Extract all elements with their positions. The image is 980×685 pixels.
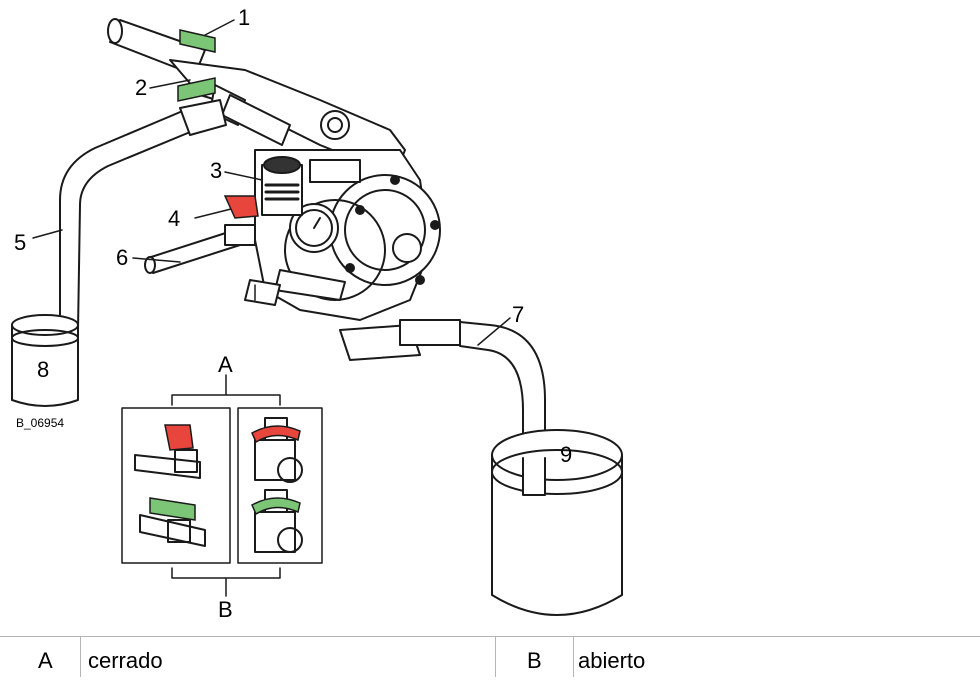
callout-2: 2 xyxy=(135,75,147,100)
right-bucket xyxy=(491,429,623,616)
callout-4: 4 xyxy=(168,206,180,231)
callout-6: 6 xyxy=(116,245,128,270)
open-valve-handles xyxy=(149,29,301,521)
inset-open-valve-handle xyxy=(149,497,196,521)
legend-divider xyxy=(495,637,496,677)
legend-divider xyxy=(573,637,574,677)
drawing-number: B_06954 xyxy=(16,416,64,430)
callout-8: 8 xyxy=(37,357,49,382)
legend-table: A cerrado B abierto xyxy=(0,636,980,677)
legend-key-a: A xyxy=(38,648,53,673)
inset-brackets xyxy=(171,374,281,597)
valve-2-handle xyxy=(177,77,216,102)
callout-5: 5 xyxy=(14,230,26,255)
callout-9: 9 xyxy=(560,442,572,467)
legend-key-b: B xyxy=(527,648,542,673)
inset-closed-rotation-arrow xyxy=(251,425,301,444)
manifold-pipe xyxy=(169,59,406,176)
callout-leaders xyxy=(32,19,511,346)
valve-4-handle xyxy=(223,195,259,219)
sample-tube xyxy=(144,224,256,274)
valve-1-handle xyxy=(179,29,216,53)
callout-1: 1 xyxy=(238,5,250,30)
callout-3: 3 xyxy=(210,158,222,183)
closed-valve-handles xyxy=(164,195,301,451)
inset-open-rotation-arrow xyxy=(251,497,301,516)
inset-closed-valve-handle xyxy=(164,424,194,451)
flush-hose xyxy=(59,99,227,331)
legend-divider xyxy=(80,637,81,677)
pump-body xyxy=(244,149,441,361)
callout-7: 7 xyxy=(512,302,524,327)
pump-flush-diagram: 1 2 3 4 5 6 7 8 9 A B B_06954 xyxy=(11,5,623,622)
legend-text-a: cerrado xyxy=(88,648,163,673)
legend-text-b: abierto xyxy=(578,648,646,673)
inset-label-b: B xyxy=(218,597,233,622)
left-bucket xyxy=(11,314,79,407)
inset-label-a: A xyxy=(218,352,233,377)
